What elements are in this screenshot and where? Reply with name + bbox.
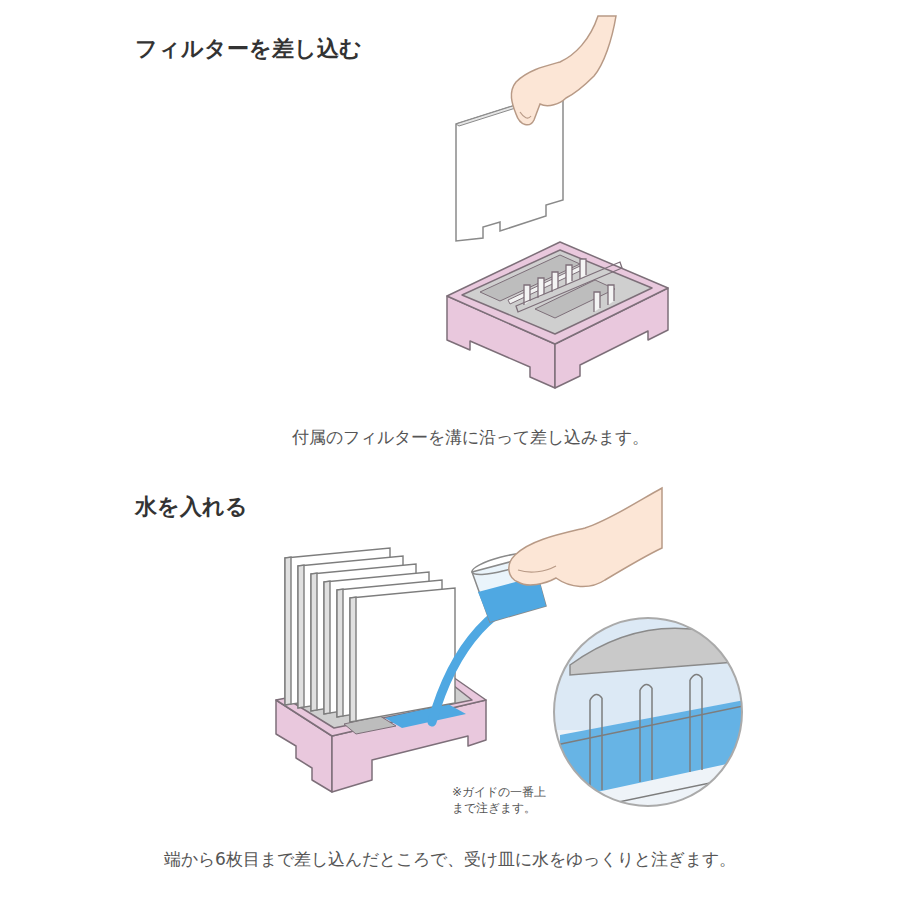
slot-guides xyxy=(516,259,622,312)
hand xyxy=(509,488,662,587)
tray-top xyxy=(447,242,668,388)
note: ※ガイドの一番上 まで注ぎます。 xyxy=(452,784,558,816)
section-heading: 水を入れる xyxy=(135,492,495,522)
filter-sheet xyxy=(456,90,563,241)
filters xyxy=(285,548,455,722)
water-stream xyxy=(432,598,536,722)
caption: 端から6枚目まで差し込んだところで、受け皿に水をゆっくりと注ぎます。 xyxy=(40,848,860,871)
magnified-view xyxy=(550,618,760,820)
section-heading: フィルターを差し込む xyxy=(135,34,495,64)
hand xyxy=(511,16,616,125)
caption: 付属のフィルターを溝に沿って差し込みます。 xyxy=(120,426,820,449)
